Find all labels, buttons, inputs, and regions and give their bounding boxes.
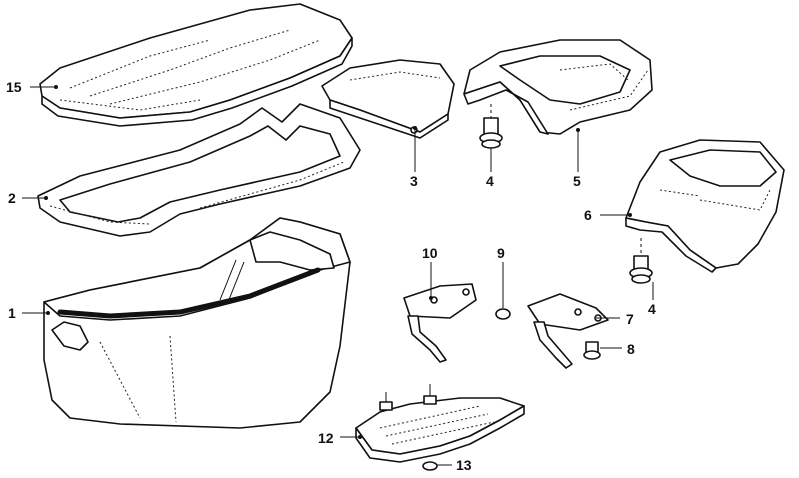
callout-4-upper: 4 bbox=[486, 173, 494, 189]
callout-2: 2 bbox=[8, 190, 16, 206]
callout-5: 5 bbox=[573, 173, 581, 189]
callout-9: 9 bbox=[497, 245, 505, 261]
part-8-screw bbox=[583, 341, 601, 360]
part-5-seat-pad bbox=[463, 39, 653, 135]
callout-3: 3 bbox=[410, 173, 418, 189]
callout-10: 10 bbox=[422, 245, 438, 261]
callout-labels: 15 2 1 3 4 5 6 4 10 9 7 8 12 13 bbox=[6, 79, 656, 473]
callout-7: 7 bbox=[626, 311, 634, 327]
callout-13: 13 bbox=[456, 457, 472, 473]
callout-8: 8 bbox=[627, 341, 635, 357]
part-10-bracket bbox=[403, 283, 477, 363]
part-13-nut bbox=[422, 461, 438, 471]
part-4-bolt-lower bbox=[629, 238, 653, 284]
callout-15: 15 bbox=[6, 79, 22, 95]
callout-1: 1 bbox=[8, 305, 16, 321]
leader-lines bbox=[22, 85, 654, 466]
part-4-bolt-upper bbox=[479, 104, 503, 149]
part-9-ring bbox=[495, 262, 511, 320]
callout-12: 12 bbox=[318, 430, 334, 446]
part-7-bracket bbox=[527, 293, 609, 369]
part-12-insert-tray bbox=[355, 384, 525, 463]
part-15-lid-cover bbox=[39, 3, 353, 127]
part-6-backrest bbox=[625, 139, 785, 273]
callout-6: 6 bbox=[584, 207, 592, 223]
callout-4-lower: 4 bbox=[648, 301, 656, 317]
part-1-tray bbox=[43, 217, 351, 429]
part-2-gasket bbox=[37, 103, 361, 237]
